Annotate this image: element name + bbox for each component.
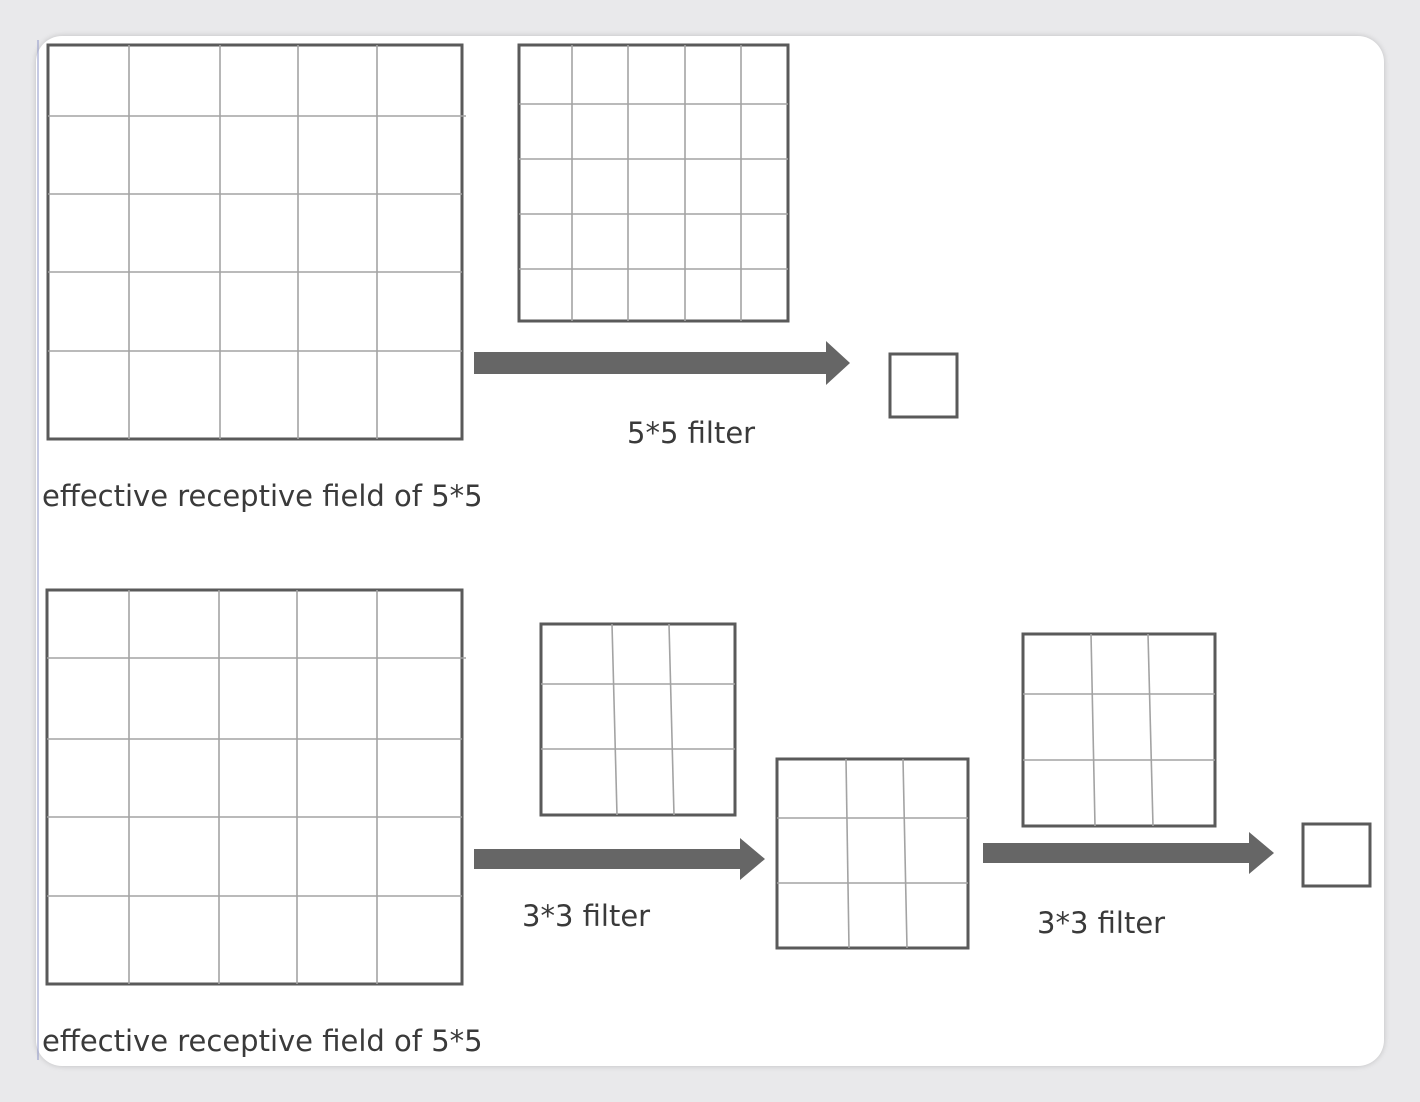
bottom-arrow-2 bbox=[983, 832, 1274, 874]
bottom-filter2-label: 3*3 filter bbox=[1037, 906, 1165, 940]
bottom-filter1-grid-3x3 bbox=[539, 622, 737, 817]
bottom-output-cell bbox=[1301, 822, 1372, 888]
bottom-filter1-label: 3*3 filter bbox=[522, 899, 650, 933]
top-filter-grid-5x5 bbox=[517, 43, 790, 323]
top-receptive-field-label: effective receptive field of 5*5 bbox=[42, 479, 483, 513]
bottom-arrow-1 bbox=[474, 838, 765, 880]
bottom-filter2-grid-3x3 bbox=[1021, 632, 1217, 828]
bottom-receptive-field-label: effective receptive field of 5*5 bbox=[42, 1024, 483, 1058]
top-arrow bbox=[474, 341, 850, 385]
bottom-input-grid-5x5 bbox=[45, 588, 466, 986]
top-output-cell bbox=[888, 352, 959, 419]
top-input-grid-5x5 bbox=[46, 43, 466, 441]
left-border-line bbox=[37, 40, 39, 1060]
bottom-intermediate-grid-3x3 bbox=[775, 757, 970, 950]
top-filter-label: 5*5 filter bbox=[627, 416, 755, 450]
